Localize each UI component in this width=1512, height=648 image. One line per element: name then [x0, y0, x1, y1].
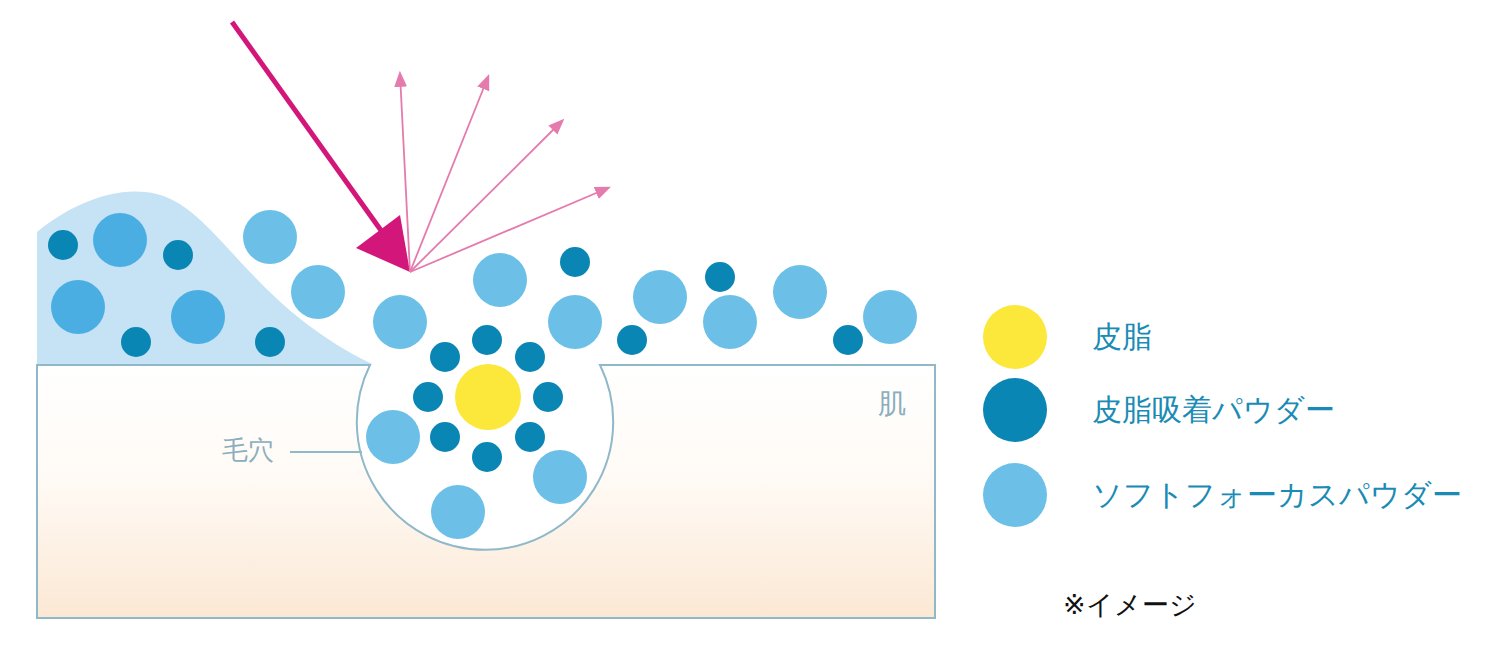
soft-focus-particle	[533, 450, 587, 504]
soft-focus-particle	[366, 410, 420, 464]
absorbing-particle	[255, 327, 285, 357]
absorbing-particle	[515, 342, 545, 372]
absorbing-particle	[472, 442, 502, 472]
part-label: 肌	[878, 387, 906, 421]
legend-text: 皮脂	[1092, 319, 1152, 355]
soft-focus-particle	[431, 485, 485, 539]
part-label: 毛穴	[222, 435, 274, 466]
scattered-light	[400, 74, 608, 272]
absorbing-particle	[617, 325, 647, 355]
legend-swatch-circle	[983, 305, 1047, 369]
soft-focus-particle	[773, 265, 827, 319]
soft-focus-particle	[473, 253, 527, 307]
absorbing-particle	[430, 422, 460, 452]
absorbing-particle	[48, 230, 78, 260]
leader-line	[290, 451, 362, 453]
note: ※イメージ	[1063, 589, 1197, 621]
powder-particles	[48, 210, 917, 539]
absorbing-particle	[515, 422, 545, 452]
absorbing-particle	[163, 240, 193, 270]
soft-focus-particle	[243, 210, 297, 264]
legend-text: ソフトフォーカスパウダー	[1092, 477, 1462, 513]
soft-focus-particle	[93, 213, 147, 267]
absorbing-particle	[121, 327, 151, 357]
legend-swatch	[982, 462, 1048, 528]
legend-text: 皮脂吸着パウダー	[1092, 392, 1335, 428]
legend-swatch	[982, 377, 1048, 443]
absorbing-particle	[533, 382, 563, 412]
cream-layer	[37, 191, 372, 364]
absorbing-particle	[705, 262, 735, 292]
skin	[37, 365, 935, 618]
soft-focus-particle	[51, 280, 105, 334]
legend-swatch	[982, 304, 1048, 370]
legend-swatch-circle	[983, 463, 1047, 527]
soft-focus-particle	[703, 295, 757, 349]
incident-arrowhead	[356, 215, 410, 272]
absorbing-particle	[413, 382, 443, 412]
legend-swatch-circle	[983, 378, 1047, 442]
soft-focus-particle	[291, 265, 345, 319]
absorbing-particle	[472, 325, 502, 355]
soft-focus-particle	[863, 290, 917, 344]
soft-focus-particle	[548, 295, 602, 349]
soft-focus-particle	[633, 270, 687, 324]
sebum-particle	[455, 364, 521, 430]
absorbing-particle	[833, 325, 863, 355]
absorbing-particle	[560, 247, 590, 277]
soft-focus-particle	[171, 290, 225, 344]
incident-light	[232, 22, 385, 236]
absorbing-particle	[430, 342, 460, 372]
soft-focus-particle	[373, 295, 427, 349]
